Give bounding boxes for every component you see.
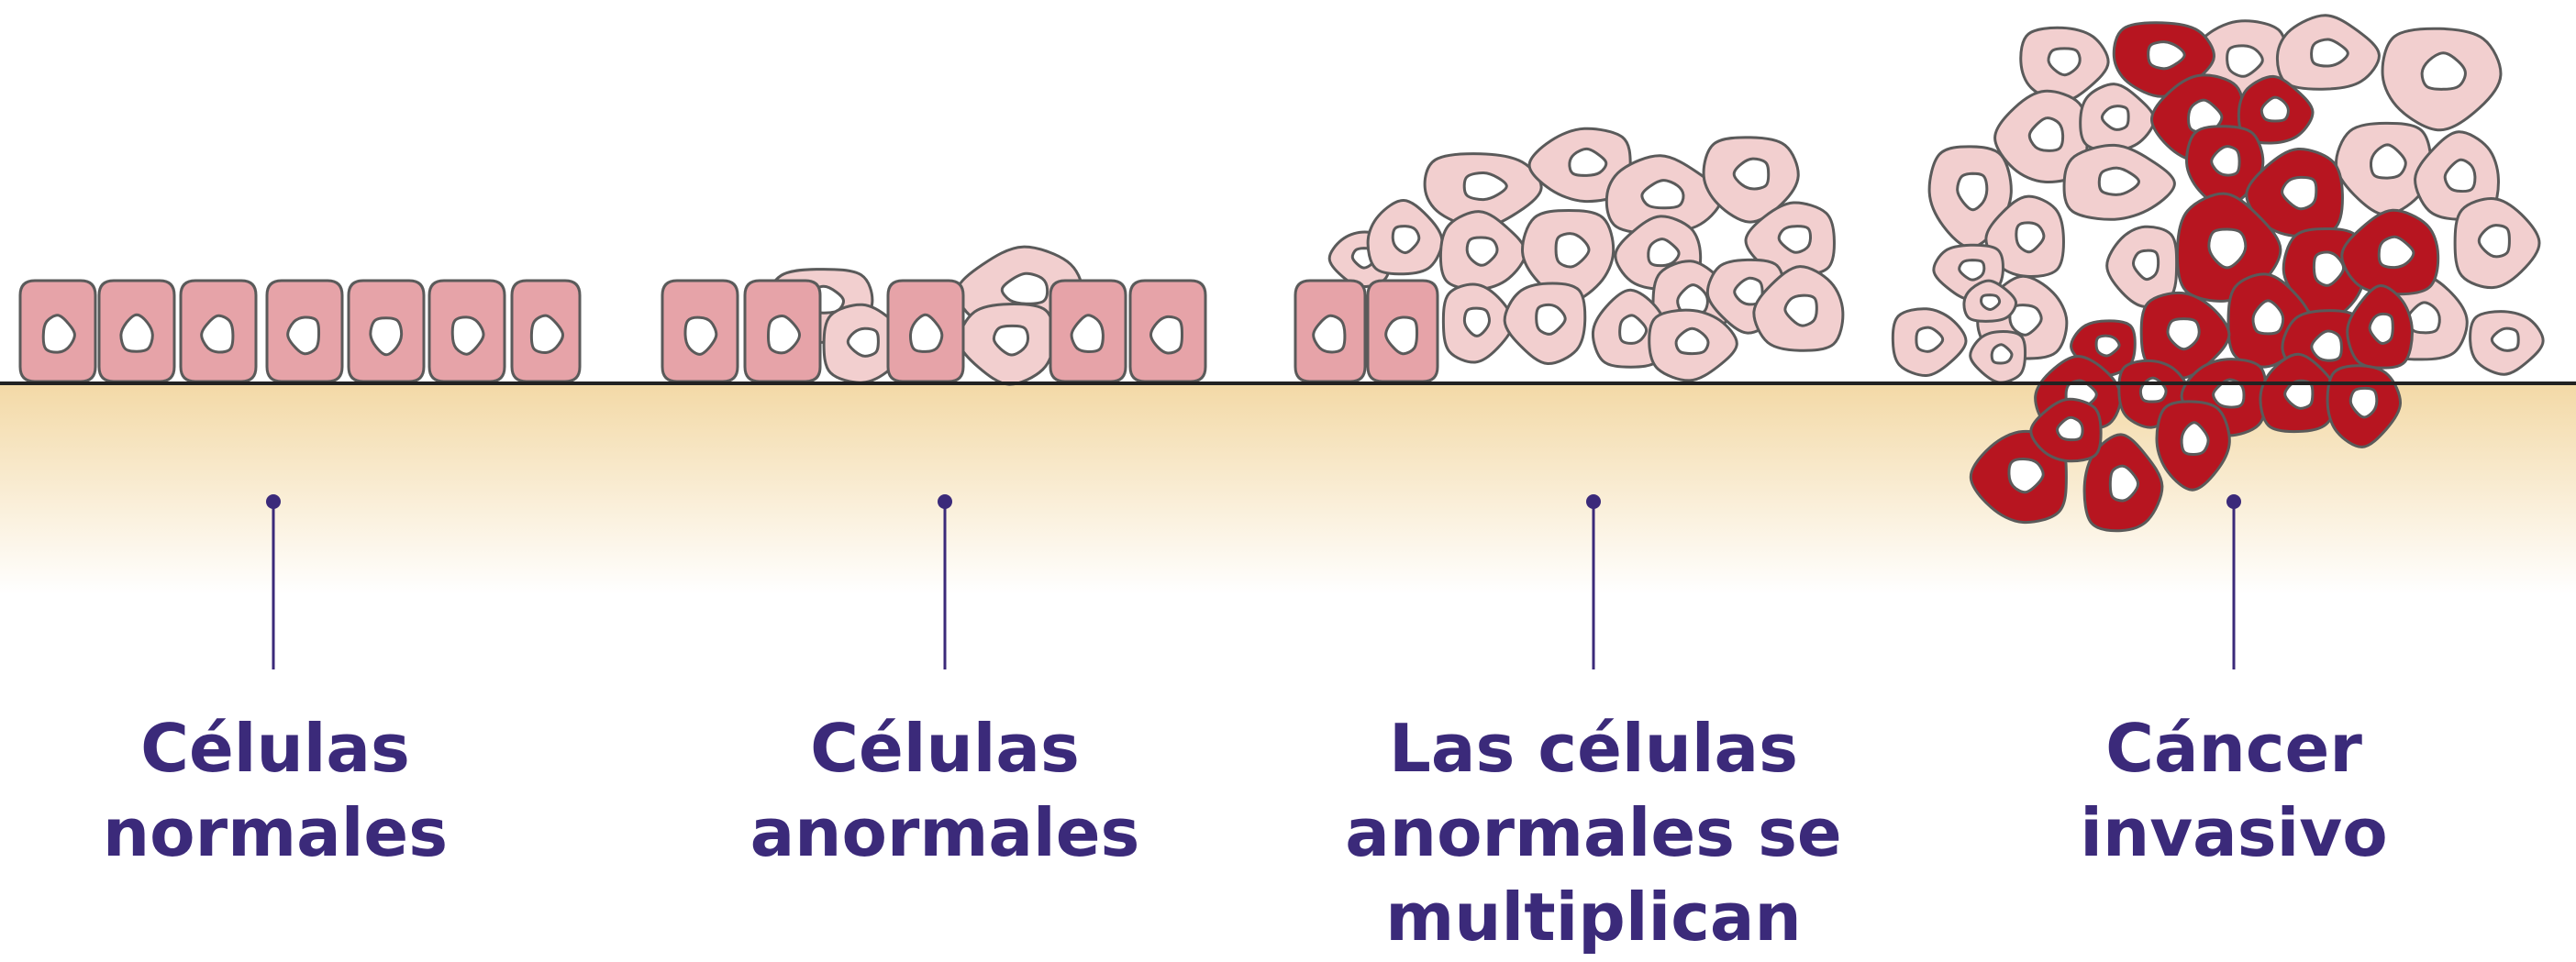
abnormal-cells-group	[662, 247, 1205, 384]
normal-cell	[1050, 281, 1126, 381]
label-multiplying-cells: Las células anormales se multiplican	[1300, 706, 1887, 959]
abnormal-cell	[1893, 309, 1966, 376]
abnormal-cell	[2337, 123, 2431, 215]
normal-cell	[20, 281, 95, 381]
abnormal-cell	[2081, 84, 2155, 151]
abnormal-cell	[1971, 332, 2026, 383]
normal-cell	[512, 281, 580, 381]
label-abnormal-cells: Células anormales	[651, 706, 1238, 875]
connector-dot	[2226, 494, 2241, 509]
normal-cell	[429, 281, 505, 381]
connector-dot	[938, 494, 952, 509]
abnormal-cell	[959, 304, 1053, 385]
normal-cells-group	[20, 281, 580, 381]
connector-dot	[266, 494, 281, 509]
normal-cell	[267, 281, 342, 381]
abnormal-cell	[2277, 16, 2379, 90]
connector-dot	[1586, 494, 1601, 509]
abnormal-cell	[1443, 284, 1513, 362]
multiplying-cells-group	[1295, 128, 1843, 381]
normal-cell	[745, 281, 820, 381]
normal-cell	[181, 281, 256, 381]
label-invasive-cancer: Cáncer invasivo	[1940, 706, 2527, 875]
normal-cell	[1295, 281, 1365, 381]
normal-cell	[888, 281, 963, 381]
normal-cell	[99, 281, 174, 381]
abnormal-cell	[2471, 312, 2544, 375]
abnormal-cell	[2064, 145, 2174, 219]
abnormal-cell	[2382, 28, 2501, 130]
abnormal-cell	[1440, 212, 1526, 290]
normal-cell	[1368, 281, 1438, 381]
normal-cell	[1130, 281, 1205, 381]
label-normal-cells: Células normales	[0, 706, 569, 875]
cancer-cell	[2342, 210, 2438, 294]
abnormal-cell	[2455, 199, 2539, 288]
normal-cell	[662, 281, 738, 381]
abnormal-cell	[1505, 283, 1585, 364]
abnormal-cell	[1368, 200, 1442, 273]
cell-nucleus	[1982, 295, 2000, 310]
normal-cell	[349, 281, 424, 381]
